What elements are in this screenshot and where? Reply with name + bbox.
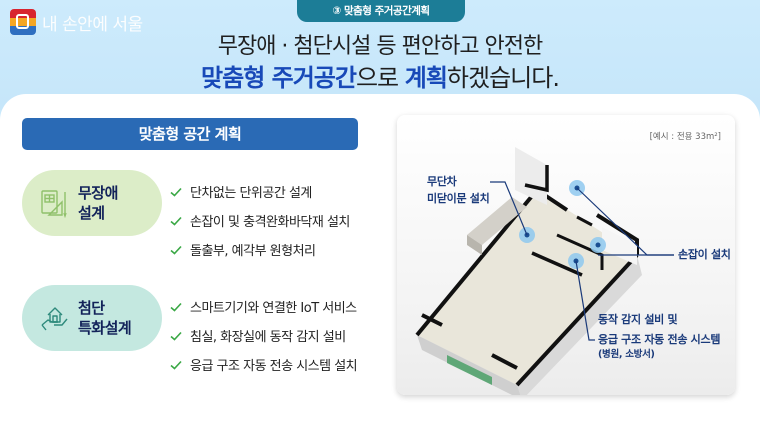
floorplan-card: [예시 : 전용 33m²] bbox=[397, 115, 735, 395]
callout-motion-sensor: 동작 감지 설비 및 응급 구조 자동 전송 시스템 (병원, 소방서) bbox=[598, 311, 720, 361]
barrier-free-pill: 무장애 설계 bbox=[22, 170, 162, 236]
list-item-text: 침실, 화장실에 동작 감지 설비 bbox=[190, 330, 346, 345]
brand-logo: 내 손안에 서울 bbox=[10, 9, 143, 35]
headline-emphasis-1: 맞춤형 주거공간 bbox=[201, 64, 357, 92]
callout-threshold-free-door: 무단차 미닫이문 설치 bbox=[427, 173, 490, 207]
callout-handrail: 손잡이 설치 bbox=[678, 248, 731, 261]
list-item-text: 손잡이 및 충격완화바닥재 설치 bbox=[190, 215, 350, 230]
headline-emphasis-2: 계획 bbox=[404, 64, 448, 92]
group-label-line1: 무장애 bbox=[78, 184, 118, 202]
check-icon bbox=[170, 216, 182, 226]
list-item-text: 스마트기기와 연결한 IoT 서비스 bbox=[190, 301, 357, 316]
callout-subtext: (병원, 소방서) bbox=[598, 349, 655, 360]
check-icon bbox=[170, 302, 182, 312]
callout-text: 무단차 bbox=[427, 175, 457, 188]
callout-text: 미닫이문 설치 bbox=[427, 192, 490, 205]
list-item-text: 돌출부, 예각부 원형처리 bbox=[190, 244, 316, 259]
group-label-line1: 첨단 bbox=[78, 299, 105, 317]
callout-text: 응급 구조 자동 전송 시스템 bbox=[598, 333, 721, 346]
check-icon bbox=[170, 245, 182, 255]
barrier-free-label: 무장애 설계 bbox=[78, 183, 118, 223]
barrier-free-checklist: 단차없는 단위공간 설계 손잡이 및 충격완화바닥재 설치 돌출부, 예각부 원… bbox=[170, 177, 350, 264]
section-tag: ③ 맞춤형 주거공간계획 bbox=[297, 0, 465, 22]
headline-line1: 무장애 · 첨단시설 등 편안하고 안전한 bbox=[217, 34, 544, 59]
isometric-floorplan-illustration bbox=[415, 147, 674, 395]
list-item: 침실, 화장실에 동작 감지 설비 bbox=[170, 321, 357, 350]
callout-text: 동작 감지 설비 및 bbox=[598, 313, 678, 326]
list-item: 스마트기기와 연결한 IoT 서비스 bbox=[170, 292, 357, 321]
list-item: 응급 구조 자동 전송 시스템 설치 bbox=[170, 350, 358, 379]
smart-design-pill: 첨단 특화설계 bbox=[22, 285, 162, 351]
list-item: 손잡이 및 충격완화바닥재 설치 bbox=[170, 206, 350, 235]
blueprint-ruler-icon bbox=[41, 190, 67, 218]
section-title-bar: 맞춤형 공간 계획 bbox=[22, 118, 358, 150]
check-icon bbox=[170, 331, 182, 341]
seoul-logo-icon bbox=[10, 9, 36, 35]
check-icon bbox=[170, 187, 182, 197]
headline-line2: 맞춤형 주거공간으로 계획하겠습니다. bbox=[0, 58, 760, 93]
group-label-line2: 설계 bbox=[78, 204, 105, 222]
smart-design-label: 첨단 특화설계 bbox=[78, 298, 132, 338]
list-item-text: 단차없는 단위공간 설계 bbox=[190, 186, 312, 201]
check-icon bbox=[170, 360, 182, 370]
smart-design-checklist: 스마트기기와 연결한 IoT 서비스 침실, 화장실에 동작 감지 설비 응급 … bbox=[170, 292, 358, 379]
logo-text: 내 손안에 서울 bbox=[42, 14, 143, 35]
example-size-note: [예시 : 전용 33m²] bbox=[649, 132, 721, 142]
group-label-line2: 특화설계 bbox=[78, 319, 132, 337]
list-item-text: 응급 구조 자동 전송 시스템 설치 bbox=[190, 359, 358, 374]
hand-house-icon bbox=[41, 307, 68, 331]
list-item: 돌출부, 예각부 원형처리 bbox=[170, 235, 350, 264]
headline-text-2: 으로 bbox=[355, 64, 405, 92]
headline-text-4: 하겠습니다. bbox=[446, 64, 560, 92]
list-item: 단차없는 단위공간 설계 bbox=[170, 177, 350, 206]
